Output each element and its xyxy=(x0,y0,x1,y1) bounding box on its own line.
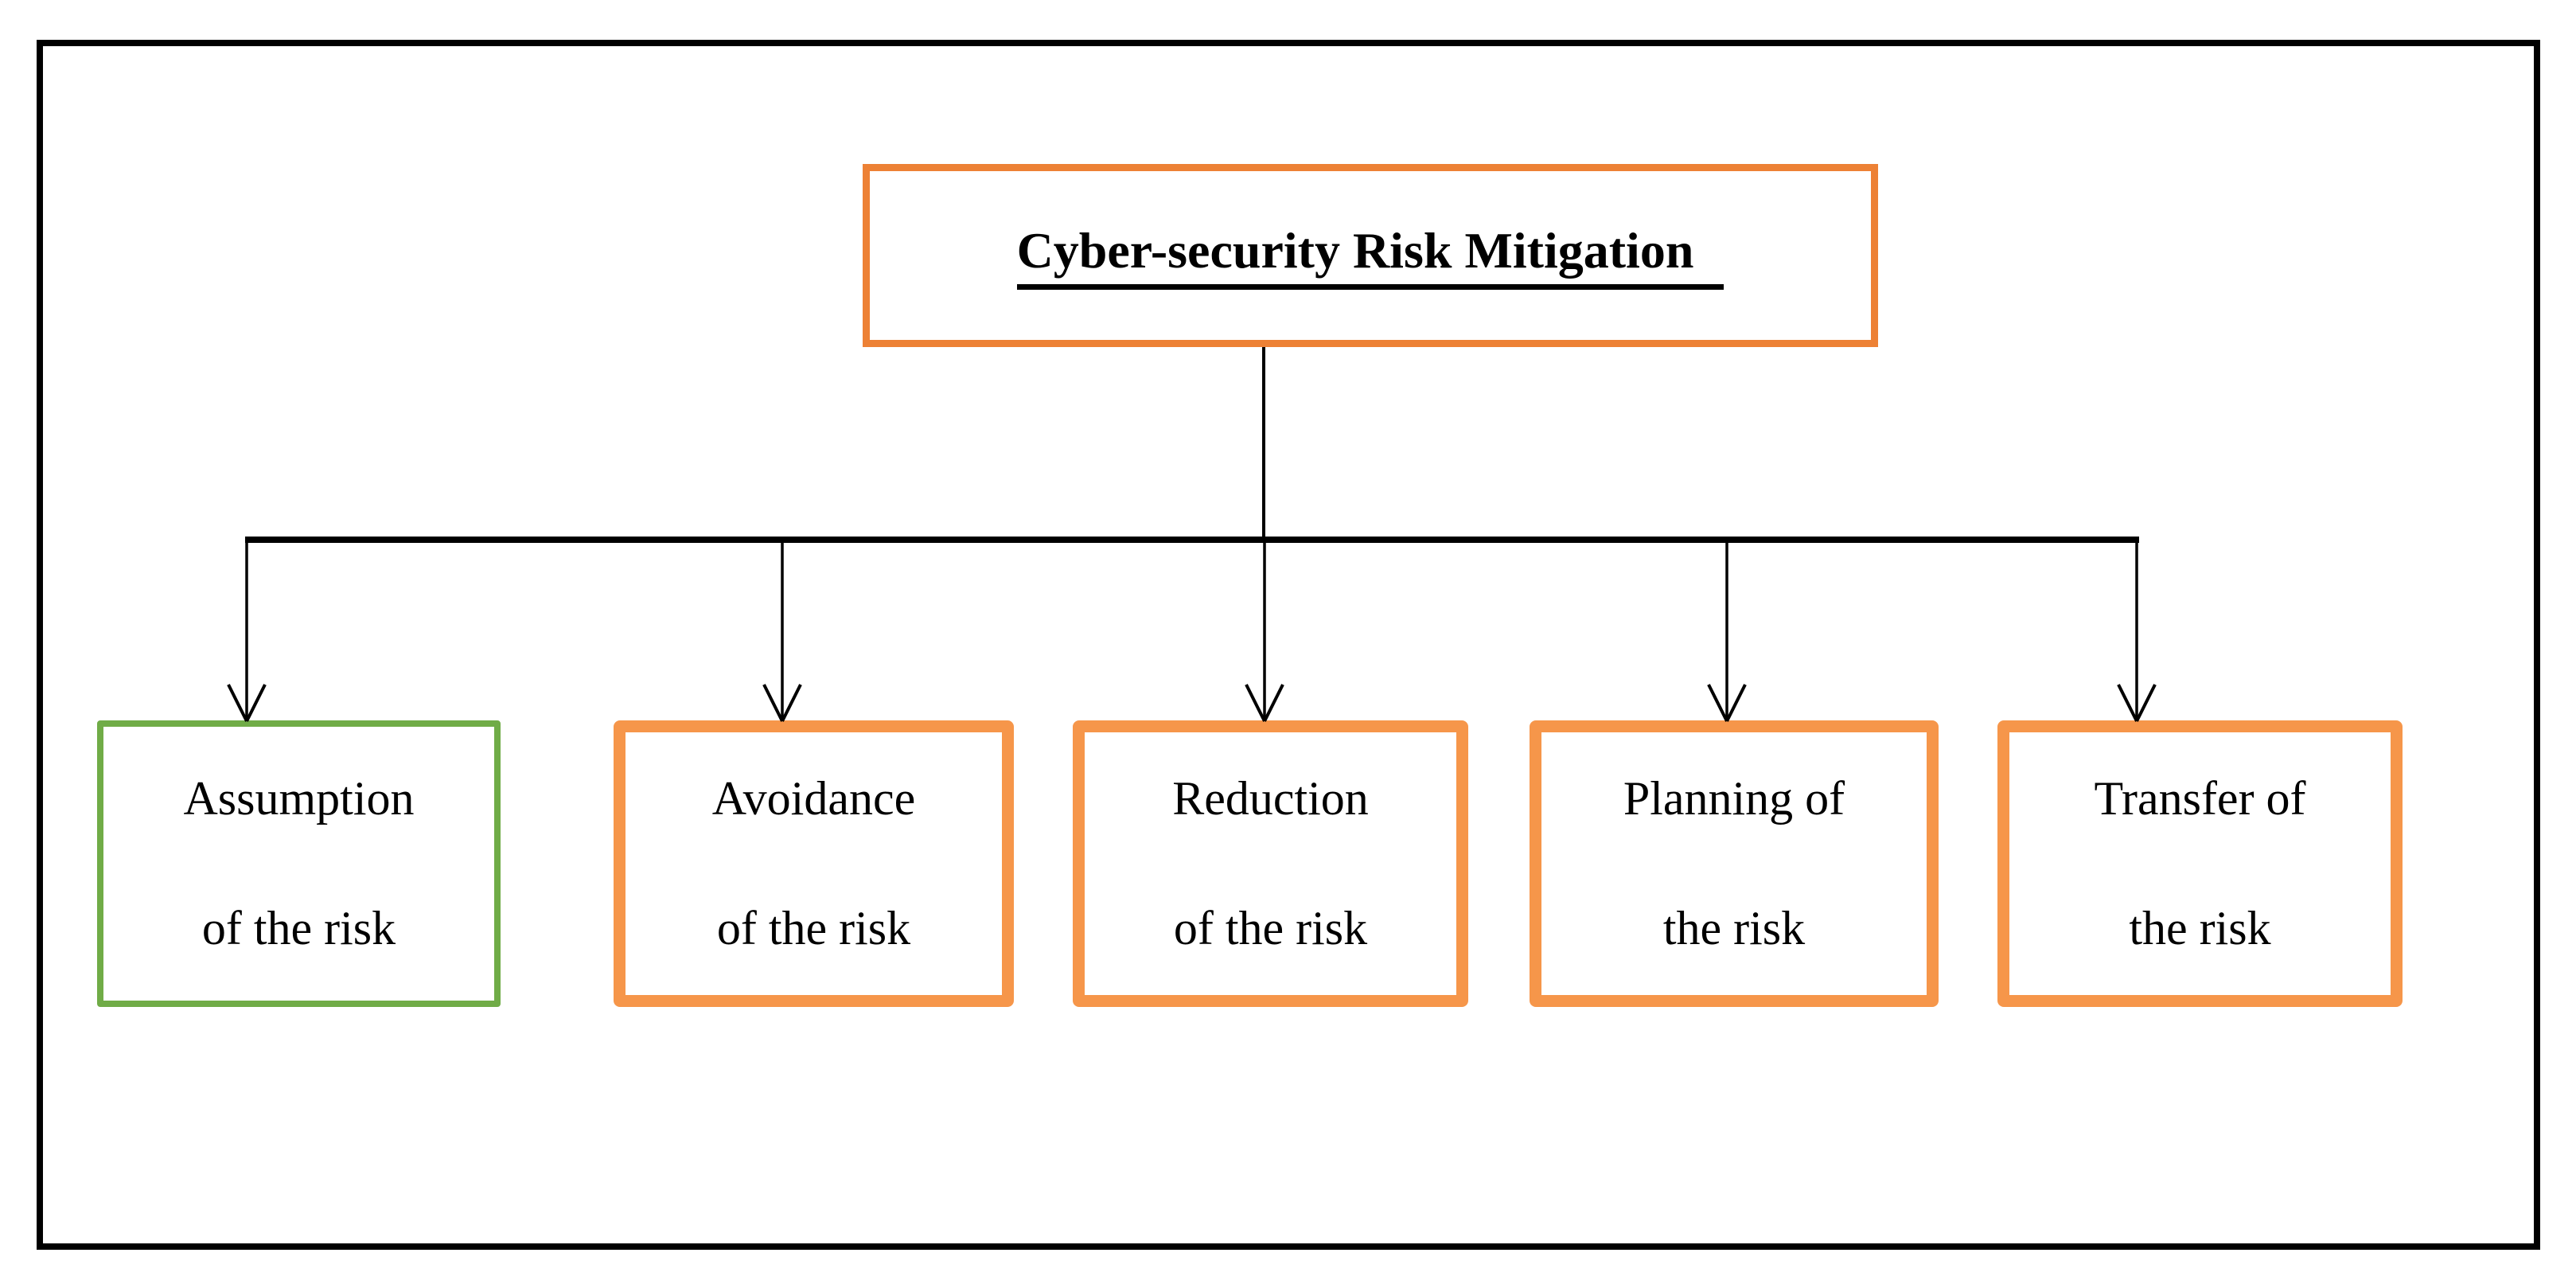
root-node-cyber-security-risk-mitigation: Cyber-security Risk Mitigation xyxy=(863,164,1878,347)
node-planning-of-the-risk: Planning of the risk xyxy=(1530,720,1939,1007)
node-avoidance-of-the-risk: Avoidance of the risk xyxy=(614,720,1014,1007)
node-assumption-of-the-risk: Assumption of the risk xyxy=(97,720,501,1007)
node-label-line: the risk xyxy=(1662,902,1806,954)
node-reduction-of-the-risk: Reduction of the risk xyxy=(1073,720,1468,1007)
node-transfer-of-the-risk: Transfer of the risk xyxy=(1997,720,2403,1007)
root-node-label: Cyber-security Risk Mitigation xyxy=(1016,221,1724,291)
node-label-line: Reduction xyxy=(1172,772,1369,825)
node-label-line: Planning of xyxy=(1623,772,1845,825)
node-label-line: the risk xyxy=(2129,902,2271,954)
node-label-line: of the risk xyxy=(716,902,911,954)
node-label-line: of the risk xyxy=(1173,902,1368,954)
node-label-line: Assumption xyxy=(183,772,415,825)
node-label-line: Avoidance xyxy=(711,772,916,825)
node-label-line: of the risk xyxy=(201,902,396,954)
node-label-line: Transfer of xyxy=(2094,772,2306,825)
